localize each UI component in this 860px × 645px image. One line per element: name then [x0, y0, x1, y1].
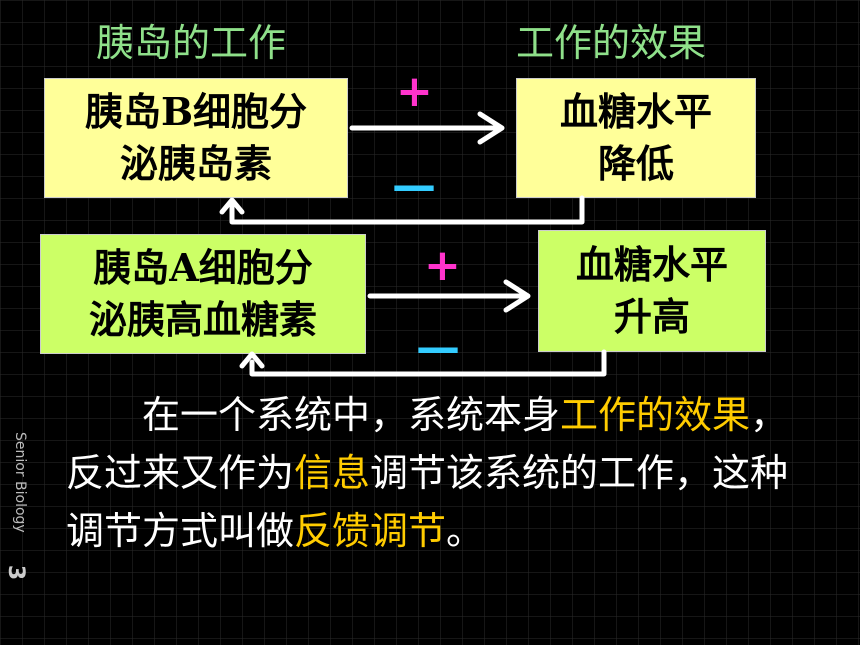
para-highlight-work-effect: 工作的效果	[560, 393, 751, 437]
feedback-loop-top	[229, 195, 585, 225]
para-highlight-feedback-regulation: 反馈调节	[294, 509, 447, 553]
feedback-loop-top-head	[219, 197, 245, 215]
sidebar-brand-label: Senior Biology	[12, 432, 28, 533]
plus-sign-bottom: +	[424, 240, 461, 291]
box-glucose-down-line2: 降低	[597, 141, 674, 186]
para-highlight-information: 信息	[294, 451, 371, 495]
box-b-cell-line1: 胰岛B细胞分	[84, 89, 308, 134]
box-a-cell-line2: 泌胰高血糖素	[88, 297, 317, 342]
sidebar-number-logo: 3	[3, 564, 29, 581]
explanation-paragraph: 在一个系统中，系统本身工作的效果，反过来又作为信息调节该系统的工作，这种调节方式…	[66, 386, 794, 560]
box-glucose-up: 血糖水平 升高	[538, 230, 766, 352]
para-text-3: 调节该系统的工作，这种调节方式叫做	[66, 451, 789, 553]
box-glucose-down-line1: 血糖水平	[559, 89, 712, 134]
box-a-cell-line1: 胰岛A细胞分	[93, 245, 313, 290]
box-glucose-down: 血糖水平 降低	[516, 78, 756, 198]
plus-sign-top: +	[396, 66, 433, 117]
minus-sign-bottom: —	[416, 322, 460, 373]
arrow-forward-bottom-head	[503, 279, 531, 313]
minus-sign-top: —	[392, 160, 436, 211]
arrow-forward-top-head	[477, 111, 505, 145]
header-islet-work: 胰岛的工作	[96, 22, 286, 64]
box-glucose-up-line2: 升高	[613, 294, 690, 339]
box-a-cell-glucagon: 胰岛A细胞分 泌胰高血糖素	[40, 234, 366, 354]
para-text-4: 。	[446, 509, 485, 553]
box-glucose-up-line1: 血糖水平	[575, 242, 728, 287]
para-text-2: ，反过来又作为	[66, 393, 789, 495]
header-work-effect: 工作的效果	[516, 22, 706, 64]
box-b-cell-line2: 泌胰岛素	[119, 141, 272, 186]
box-b-cell-insulin: 胰岛B细胞分 泌胰岛素	[44, 78, 348, 198]
header-work-effect-text: 工作的效果	[516, 21, 707, 65]
header-islet-work-text: 胰岛的工作	[96, 21, 287, 65]
feedback-loop-bottom	[249, 349, 607, 377]
feedback-loop-bottom-head	[239, 351, 265, 369]
para-text-1: 在一个系统中，系统本身	[142, 393, 561, 437]
